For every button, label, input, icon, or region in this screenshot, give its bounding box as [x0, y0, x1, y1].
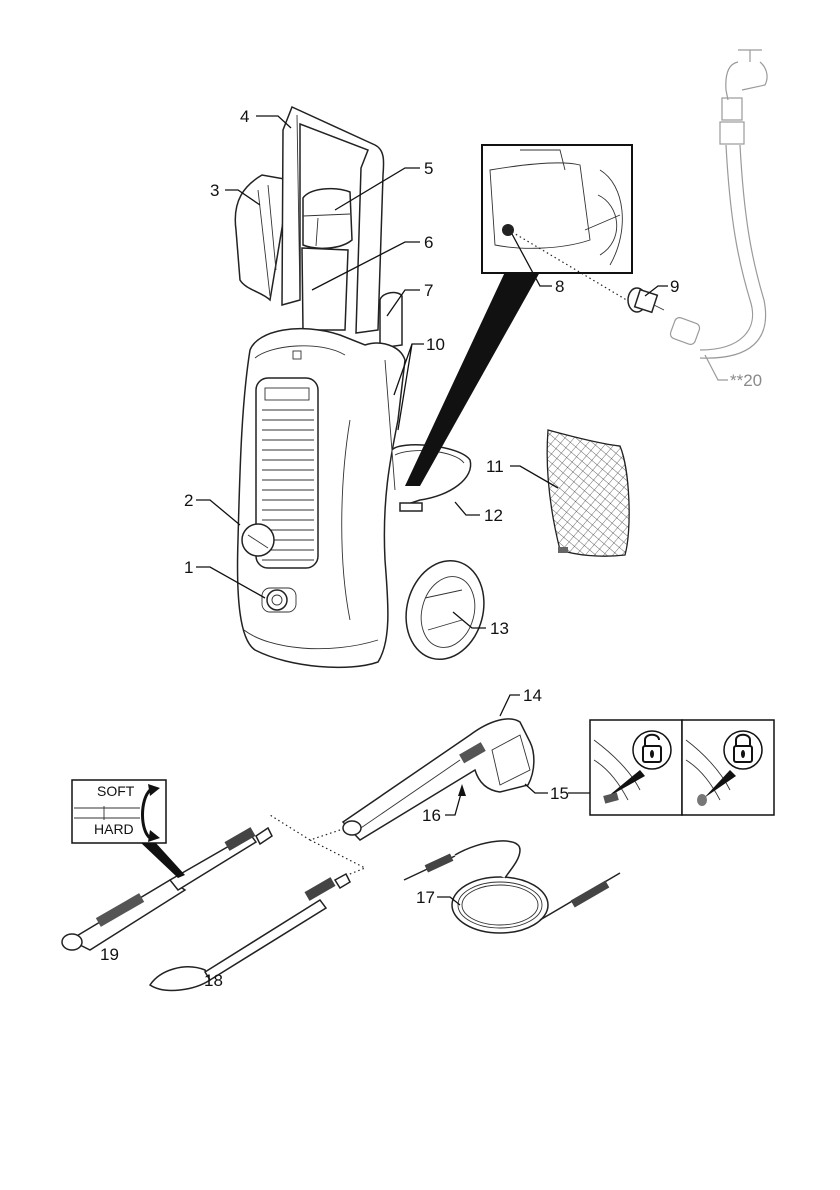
main-unit [234, 105, 485, 669]
inset-pointer [405, 272, 540, 486]
callout-9: 9 [670, 277, 679, 296]
callout-8: 8 [555, 277, 564, 296]
callout-13: 13 [490, 619, 509, 638]
water-connection-inset [405, 144, 633, 486]
trigger-lock-inset [589, 719, 775, 816]
power-cable [391, 444, 472, 506]
callout-20: **20 [730, 371, 762, 390]
soft-label: SOFT [97, 783, 135, 799]
accessory-bag [546, 429, 630, 557]
callout-17: 17 [416, 888, 435, 907]
callout-12: 12 [484, 506, 503, 525]
inset-frame [481, 144, 633, 274]
wheel [405, 559, 485, 661]
hard-label: HARD [94, 821, 134, 837]
spray-adjust-inset: SOFT HARD [71, 779, 185, 878]
leader-lines [196, 115, 728, 906]
water-coupling [627, 287, 665, 314]
callout-15: 15 [550, 784, 569, 803]
callout-10: 10 [426, 335, 445, 354]
handle [281, 105, 385, 334]
plug [399, 502, 423, 512]
water-inlet [502, 224, 514, 236]
callout-18: 18 [204, 971, 223, 990]
lance-holder [379, 291, 403, 349]
callout-11: 11 [486, 457, 504, 476]
brand-plate [264, 387, 310, 401]
callout-5: 5 [424, 159, 433, 178]
callout-labels: 1 2 3 4 5 6 7 8 9 10 11 12 13 14 15 16 1… [100, 107, 762, 990]
callout-6: 6 [424, 233, 433, 252]
callout-4: 4 [240, 107, 249, 126]
handle-column [301, 247, 349, 331]
high-pressure-hose [403, 840, 621, 934]
trigger-gun-holder [302, 187, 353, 250]
grille-slats [262, 409, 314, 561]
callout-7: 7 [424, 281, 433, 300]
spray-lance-vario [61, 826, 273, 951]
callout-2: 2 [184, 491, 193, 510]
callout-1: 1 [184, 558, 193, 577]
device-switch [241, 523, 275, 557]
high-pressure-connection [266, 589, 288, 611]
grille [255, 377, 319, 569]
callout-19: 19 [100, 945, 119, 964]
gun-nozzle-end [342, 820, 362, 836]
callout-16: 16 [422, 806, 441, 825]
callout-3: 3 [210, 181, 219, 200]
small-label-icon [292, 350, 302, 360]
callout-14: 14 [523, 686, 542, 705]
garden-hose [669, 49, 768, 359]
dirt-blaster [148, 872, 351, 992]
trigger-gun [341, 718, 535, 841]
hose-holder [234, 174, 291, 302]
